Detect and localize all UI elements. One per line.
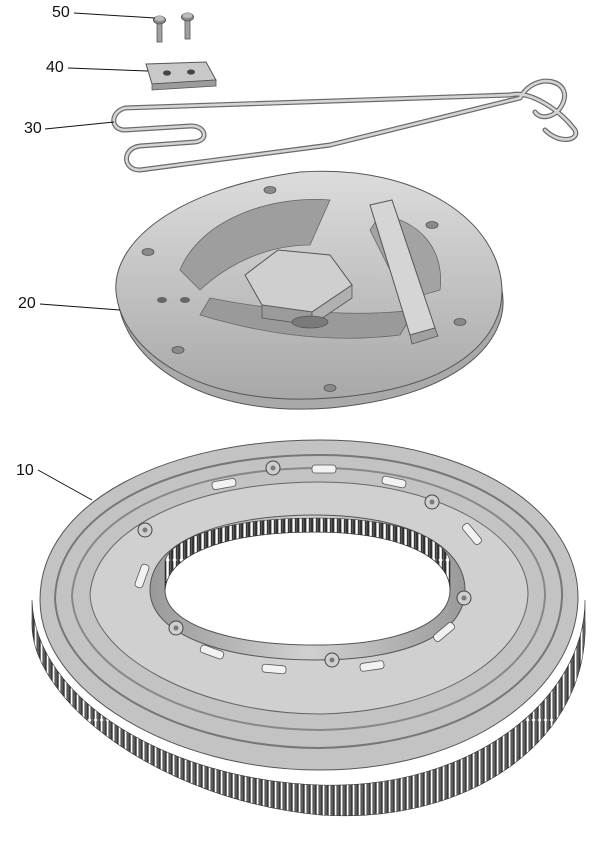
part-30-wire-handle [111, 78, 579, 173]
leader-30 [44, 121, 115, 130]
callout-50: 50 [52, 4, 70, 21]
leader-20 [39, 303, 121, 311]
screw-left [153, 15, 166, 43]
callout-30: 30 [24, 120, 42, 137]
part-10-brush [31, 439, 586, 817]
part-40-clamp-plate [145, 61, 217, 91]
leader-lines [37, 12, 156, 501]
leader-10 [37, 469, 93, 501]
screw-right [181, 12, 194, 40]
callout-40: 40 [46, 59, 64, 76]
part-50-screws [153, 12, 194, 43]
callout-10: 10 [16, 462, 34, 479]
leader-40 [67, 67, 149, 72]
part-20-drive-plate [115, 170, 504, 410]
callout-20: 20 [18, 295, 36, 312]
leader-50 [73, 12, 156, 19]
